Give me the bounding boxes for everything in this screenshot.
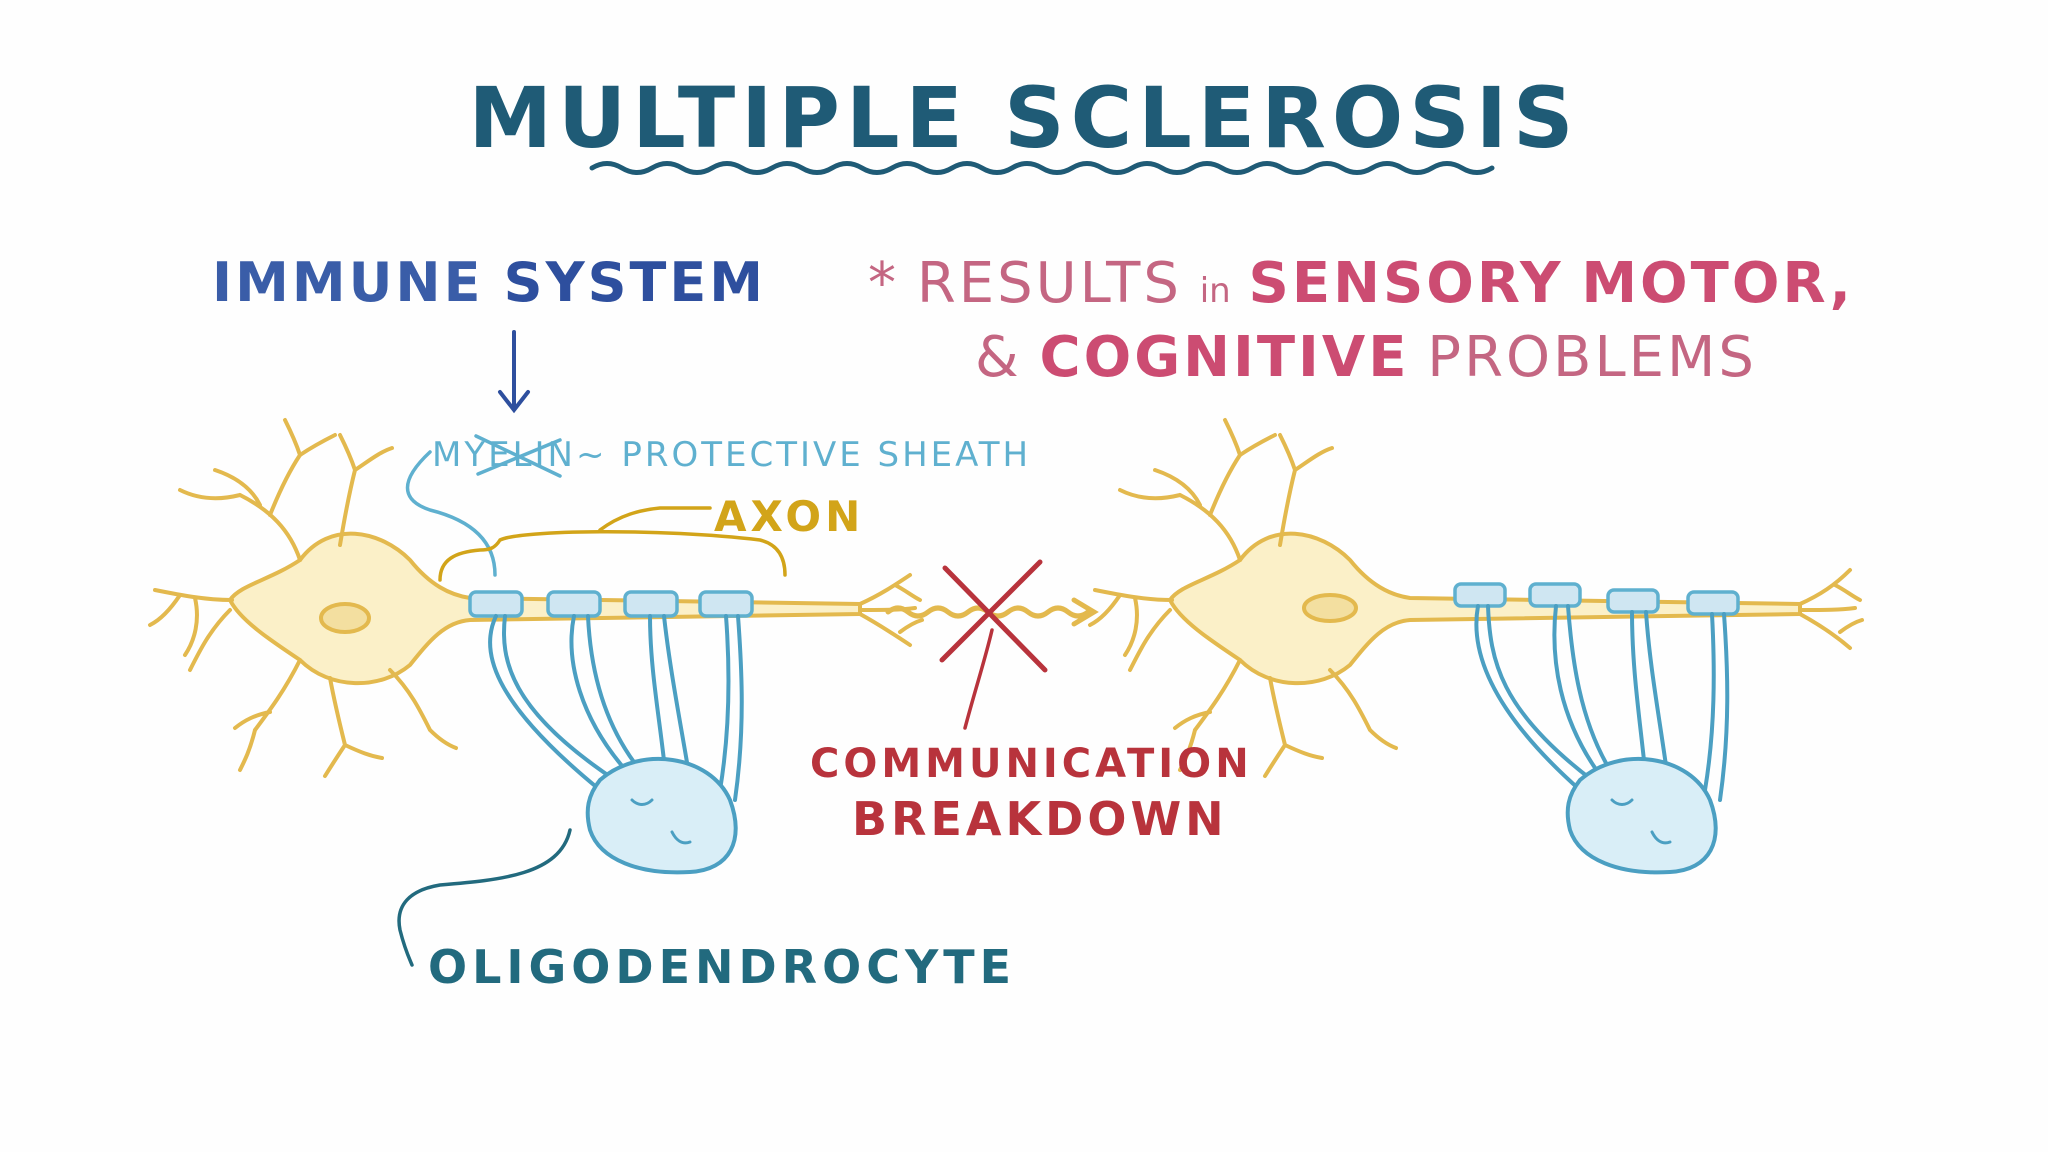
leaders-left	[397, 450, 787, 967]
results-motor: MOTOR,	[1581, 251, 1854, 316]
results-sensory: SENSORY	[1248, 251, 1564, 316]
neuron-right	[1088, 418, 1864, 778]
myelin-tilde: ~	[576, 435, 608, 475]
oligodendrocyte-label: OLIGODENDROCYTE	[428, 940, 1017, 994]
myelin-word: MYELIN	[432, 435, 576, 475]
axon-label: AXON	[714, 492, 865, 541]
immune-arrow	[498, 330, 530, 414]
results-problems: PROBLEMS	[1427, 325, 1757, 390]
results-line-2: & COGNITIVE PROBLEMS	[975, 330, 1757, 386]
immune-system-label: IMMUNE SYSTEM	[212, 256, 766, 310]
results-cognitive: COGNITIVE	[1039, 325, 1410, 390]
myelin-strike	[474, 434, 562, 478]
communication-label: COMMUNICATION	[810, 741, 1253, 787]
system-word: SYSTEM	[503, 251, 767, 314]
oligodendrocyte-right-body	[1565, 757, 1718, 875]
myelin-label: MYELIN~ PROTECTIVE SHEATH	[432, 438, 1031, 472]
breakdown-label: BREAKDOWN	[852, 792, 1228, 846]
results-in: in	[1199, 271, 1231, 311]
oligodendrocyte-left	[488, 614, 744, 875]
oligodendrocyte-right	[1474, 604, 1730, 875]
oligodendrocyte-left-body	[585, 757, 738, 875]
myelin-right	[1453, 582, 1740, 616]
neuron-right-nucleus	[1302, 593, 1358, 623]
page-title: MULTIPLE SCLEROSIS	[468, 69, 1580, 167]
results-prefix: RESULTS	[916, 251, 1182, 316]
results-asterisk: *	[868, 251, 899, 316]
myelin-description: PROTECTIVE SHEATH	[621, 435, 1032, 475]
results-line-1: * RESULTS in SENSORY MOTOR,	[868, 256, 1854, 312]
immune-word: IMMUNE	[212, 251, 484, 314]
results-amp: &	[975, 325, 1022, 390]
title-underline	[589, 161, 1495, 175]
breakdown-x	[939, 559, 1048, 730]
neuron-left-nucleus	[319, 602, 371, 634]
